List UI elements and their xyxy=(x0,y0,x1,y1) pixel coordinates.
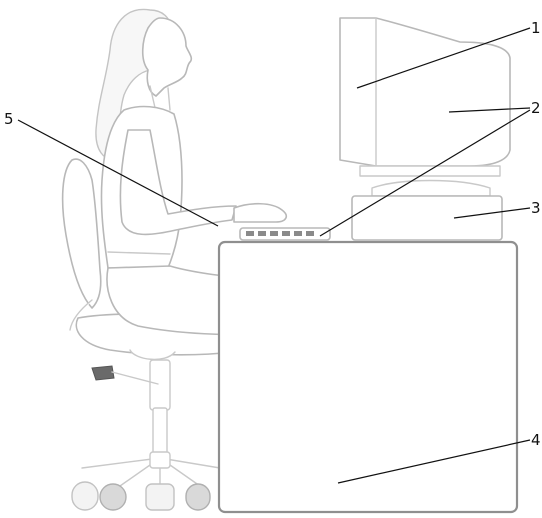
callout-label-1: 1 xyxy=(531,19,541,37)
callout-label-5: 5 xyxy=(4,110,14,128)
keyboard-key xyxy=(270,231,278,236)
callout-label-2: 2 xyxy=(531,99,541,117)
chair-caster xyxy=(186,484,210,510)
keyboard-key xyxy=(282,231,290,236)
person-hand xyxy=(234,204,286,222)
person-head xyxy=(143,18,192,96)
computer-system-unit xyxy=(352,196,502,240)
monitor xyxy=(340,18,510,166)
chair-caster xyxy=(72,482,98,510)
chair-caster xyxy=(100,484,126,510)
monitor-stand xyxy=(360,166,500,176)
keyboard-key xyxy=(258,231,266,236)
keyboard-key xyxy=(294,231,302,236)
chair-backrest xyxy=(63,159,101,308)
keyboard-key xyxy=(306,231,314,236)
chair-caster xyxy=(146,484,174,510)
desk xyxy=(219,242,517,512)
keyboard-key xyxy=(246,231,254,236)
computer xyxy=(240,18,510,240)
chair-column-lower xyxy=(153,408,167,458)
chair-hub xyxy=(150,452,170,468)
chair-column xyxy=(150,360,170,410)
callout-label-3: 3 xyxy=(531,199,541,217)
chair-height-lever xyxy=(92,366,114,380)
callout-label-4: 4 xyxy=(531,431,541,449)
